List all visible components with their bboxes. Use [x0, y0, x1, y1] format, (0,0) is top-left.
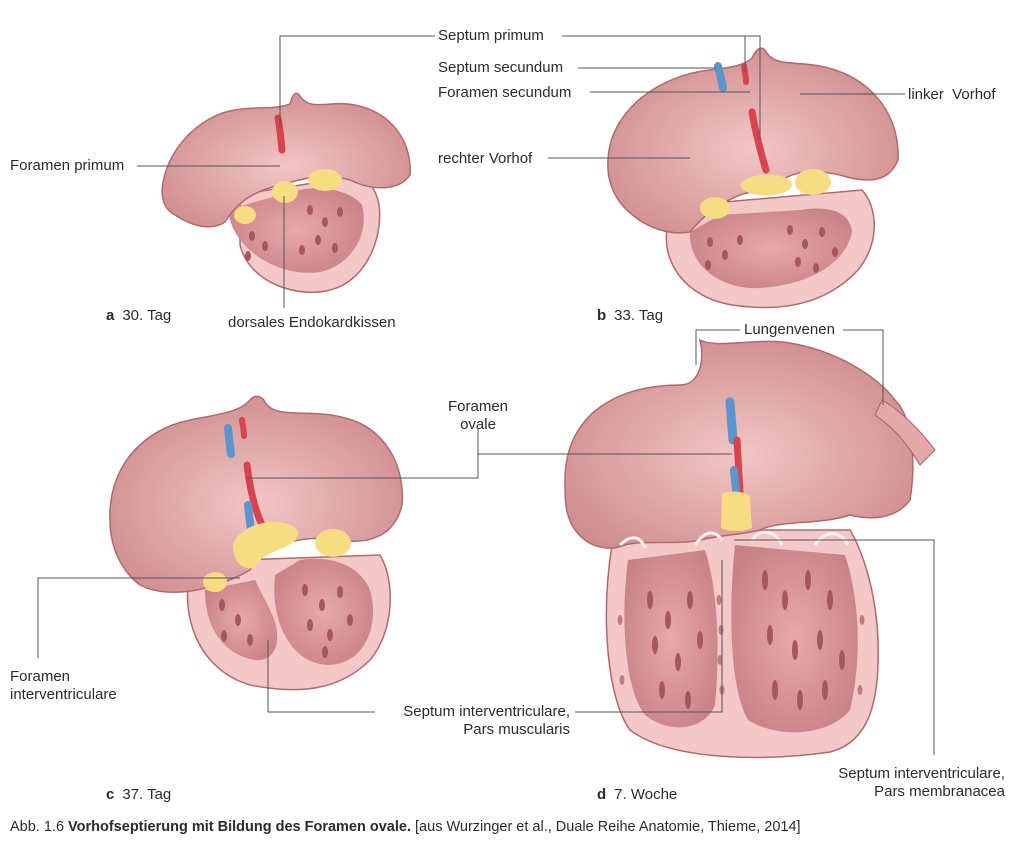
panel-a-caption: a 30. Tag: [106, 307, 171, 325]
figure-caption: Abb. 1.6 Vorhofseptierung mit Bildung de…: [10, 818, 801, 836]
panel-c-cushion-right: [315, 529, 351, 557]
panel-c-septum-primum-top: [239, 417, 247, 439]
panel-d-text: 7. Woche: [614, 786, 678, 803]
panel-b-cushion-left: [700, 197, 730, 219]
leader-lines: [37, 35, 935, 755]
panel-b-cushion-right: [795, 169, 831, 195]
label-rechter-vorhof: rechter Vorhof: [438, 150, 533, 167]
panel-d-left-cavity: [624, 550, 718, 728]
label-foramen-ovale-line1: Foramen: [447, 398, 509, 415]
label-dorsales-endokardkissen: dorsales Endokardkissen: [228, 314, 396, 331]
panel-d-pulmonary-vein: [874, 399, 936, 466]
panel-a-cushion-left: [234, 206, 256, 224]
panel-d-right-cavity: [731, 545, 858, 733]
panel-c-right-cavity: [274, 558, 374, 665]
panel-a-heart: [161, 92, 411, 293]
panel-a-ventricle-cavity: [228, 188, 364, 273]
panel-c-letter: c: [106, 786, 115, 803]
label-septum-secundum: Septum secundum: [438, 59, 564, 76]
panel-d-membranous-septum: [721, 491, 752, 531]
label-septum-iv-membranacea-line1: Septum interventriculare,: [838, 765, 1005, 782]
panel-d-septum-secundum-top: [725, 397, 738, 445]
panel-a-letter: a: [106, 307, 115, 324]
label-foramen-interventriculare-line1: Foramen: [10, 668, 71, 685]
panel-c-fused-cushion: [233, 522, 299, 569]
figure-caption-title: Vorhofseptierung mit Bildung des Foramen…: [68, 819, 411, 835]
panel-d-caption: d 7. Woche: [597, 786, 677, 804]
label-septum-primum: Septum primum: [438, 27, 544, 44]
panel-a-cushion-right: [308, 169, 342, 191]
figure-caption-prefix: Abb. 1.6: [10, 819, 65, 835]
label-foramen-ovale: Foramen ovale: [440, 398, 516, 434]
label-septum-iv-membranacea-line2: Pars membranacea: [874, 783, 1005, 800]
panel-c-heart: [109, 395, 404, 691]
label-lungenvenen: Lungenvenen: [744, 321, 835, 338]
panel-a-text: 30. Tag: [122, 307, 172, 324]
figure-caption-source: [aus Wurzinger et al., Duale Reihe Anato…: [415, 819, 801, 835]
panel-b-fused-cushion: [740, 174, 792, 196]
panel-c-atrium: [109, 395, 404, 593]
panel-a-atrium: [161, 92, 411, 228]
panel-c-text: 37. Tag: [122, 786, 172, 803]
label-septum-iv-muscularis-line1: Septum interventriculare,: [403, 703, 570, 720]
panel-b-septum-secundum: [714, 62, 727, 92]
panel-d-letter: d: [597, 786, 607, 803]
panel-b-septum-primum-top: [741, 63, 749, 85]
panel-d-heart: [564, 338, 936, 759]
panel-b-ventricle-cavity: [689, 208, 852, 289]
label-septum-iv-membranacea: Septum interventriculare, Pars membranac…: [800, 765, 1005, 801]
label-linker-vorhof: linker Vorhof: [908, 86, 996, 103]
panel-b-text: 33. Tag: [614, 307, 664, 324]
label-foramen-ovale-line2: ovale: [460, 416, 496, 433]
panel-c-septum-secundum: [244, 501, 255, 534]
panel-c-caption: c 37. Tag: [106, 786, 171, 804]
panel-b-letter: b: [597, 307, 607, 324]
panel-b-septum-primum: [748, 108, 770, 174]
label-septum-iv-muscularis-line2: Pars muscularis: [463, 721, 570, 738]
label-septum-iv-muscularis: Septum interventriculare, Pars musculari…: [370, 703, 570, 739]
panel-b-caption: b 33. Tag: [597, 307, 663, 325]
panel-b-heart: [607, 47, 899, 309]
panel-c-cushion-left: [203, 572, 227, 592]
label-foramen-secundum: Foramen secundum: [438, 84, 572, 101]
label-foramen-interventriculare-line2: interventriculare: [10, 686, 117, 703]
panel-c-septum-secundum-top: [224, 424, 235, 458]
label-foramen-interventriculare: Foramen interventriculare: [10, 668, 117, 704]
panel-a-dorsal-cushion: [272, 181, 298, 203]
panel-c-septum-primum: [243, 461, 266, 529]
panel-a-septum-primum: [274, 114, 286, 154]
label-foramen-primum: Foramen primum: [10, 157, 125, 174]
